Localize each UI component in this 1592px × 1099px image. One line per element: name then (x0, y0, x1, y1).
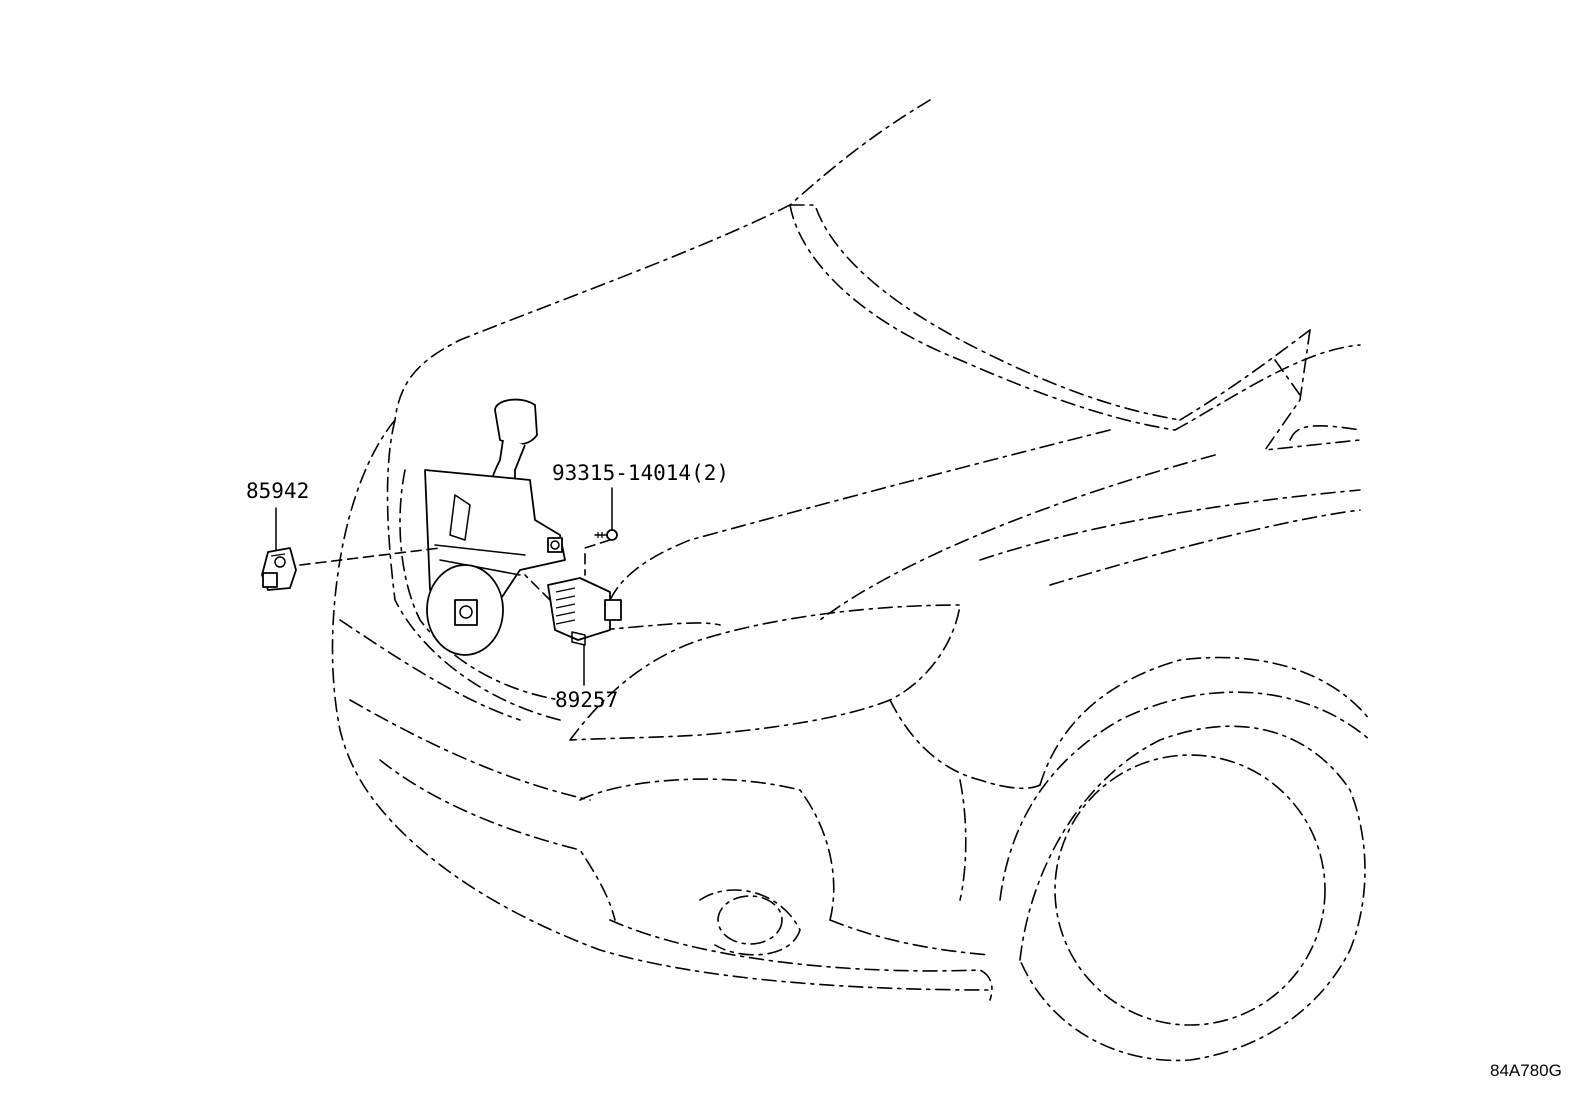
sensor-part-85942 (261, 547, 297, 591)
bolt-part-93315 (594, 529, 618, 541)
callout-85942: 85942 (246, 479, 310, 503)
leader-lines (275, 487, 613, 686)
car-body-outline (331, 99, 1371, 1062)
diagram-code: 84A780G (1490, 1061, 1562, 1080)
callout-93315-14014: 93315-14014(2) (552, 461, 730, 485)
callout-89257: 89257 (555, 688, 619, 712)
module-part-89257 (547, 577, 622, 646)
washer-tank-assembly (424, 398, 566, 656)
